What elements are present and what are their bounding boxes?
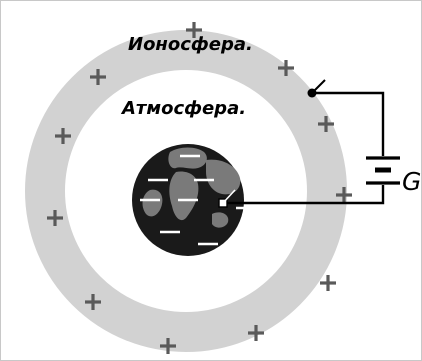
earth-continents <box>142 147 241 228</box>
plus-sign <box>55 128 71 144</box>
plus-sign <box>336 187 352 203</box>
plus-sign <box>320 275 336 291</box>
battery-source-icon <box>366 156 400 185</box>
plus-sign <box>248 325 264 341</box>
plus-sign <box>85 294 101 310</box>
ionosphere-ring <box>25 30 347 352</box>
ionosphere-label: Ионосфера. <box>128 34 253 55</box>
earth-contact-lever <box>222 189 236 204</box>
plus-sign <box>160 338 176 354</box>
electric-circuit <box>218 79 400 208</box>
atmosphere-label: Атмосфера. <box>120 98 246 119</box>
switch-lever <box>311 79 326 94</box>
continent-europe <box>168 147 207 169</box>
earth-contact-icon <box>218 189 236 208</box>
generator-label: G <box>402 167 421 196</box>
circuit-wire-bottom <box>224 185 385 205</box>
ionosphere-charges <box>47 22 352 354</box>
plus-sign <box>186 22 202 38</box>
plus-sign <box>47 210 63 226</box>
switch-icon <box>307 79 326 98</box>
plus-sign <box>90 69 106 85</box>
continent-africa <box>169 171 199 221</box>
circuit-wire-top <box>312 91 385 156</box>
plus-sign <box>318 116 334 132</box>
continent-south <box>142 189 163 217</box>
continent-islands <box>212 212 229 228</box>
earth-globe-icon <box>132 144 256 256</box>
earth-charges <box>140 154 256 246</box>
continent-asia <box>206 159 241 195</box>
plus-sign <box>278 60 294 76</box>
